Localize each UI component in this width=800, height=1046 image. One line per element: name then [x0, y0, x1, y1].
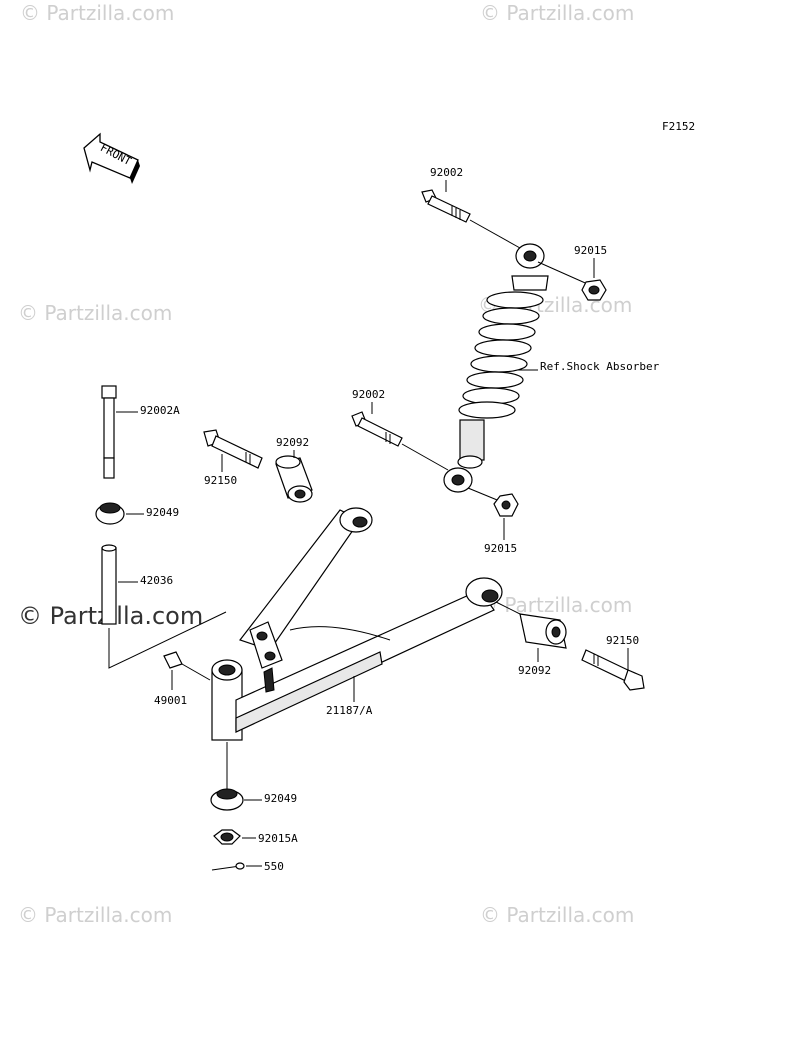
bolt-92002-top	[421, 189, 521, 249]
label-42036: 42036	[140, 574, 173, 587]
watermark-top-left: © Partzilla.com	[20, 1, 174, 25]
pin-42036	[101, 544, 117, 625]
label-92092-right: 92092	[518, 664, 551, 677]
label-ref-shock-absorber: Ref.Shock Absorber	[540, 360, 660, 373]
label-92002a: 92002A	[140, 404, 180, 417]
watermark-mid-left: © Partzilla.com	[18, 301, 172, 325]
grommet-92049-top	[95, 502, 125, 525]
bolt-92150-right	[581, 649, 645, 691]
watermark-bottom-right: © Partzilla.com	[480, 903, 634, 927]
cotter-pin-550	[211, 862, 245, 871]
nut-92015a	[213, 829, 241, 845]
label-92002-mid: 92002	[352, 388, 385, 401]
watermark-bottom-left: © Partzilla.com	[18, 903, 172, 927]
bolt-92150-left	[203, 429, 263, 469]
label-92150-right: 92150	[606, 634, 639, 647]
label-92002-top: 92002	[430, 166, 463, 179]
a-arm-21187a	[211, 507, 503, 741]
label-92015a: 92015A	[258, 832, 298, 845]
bolt-92002a	[101, 385, 117, 479]
front-arrow-icon: FRONT	[83, 132, 140, 184]
label-92015-mid: 92015	[484, 542, 517, 555]
label-92049-top: 92049	[146, 506, 179, 519]
label-92150-left: 92150	[204, 474, 237, 487]
shock-absorber	[443, 243, 549, 493]
grease-fitting-49001	[163, 651, 211, 681]
label-92049-bottom: 92049	[264, 792, 297, 805]
label-550: 550	[264, 860, 284, 873]
nut-92015-mid	[467, 487, 519, 517]
bushing-92092-right	[495, 601, 567, 649]
bolt-92002-mid	[351, 411, 449, 471]
watermark-top-right: © Partzilla.com	[480, 1, 634, 25]
label-21187a: 21187/A	[326, 704, 373, 717]
bushing-92092-left	[275, 455, 313, 503]
label-92015-top: 92015	[574, 244, 607, 257]
figure-code: F2152	[662, 120, 695, 133]
label-49001: 49001	[154, 694, 187, 707]
watermark-mid-right-2: © Partzilla.com	[478, 593, 632, 617]
grommet-92049-bottom	[210, 788, 244, 811]
nut-92015-top	[537, 261, 607, 301]
label-92092-left: 92092	[276, 436, 309, 449]
